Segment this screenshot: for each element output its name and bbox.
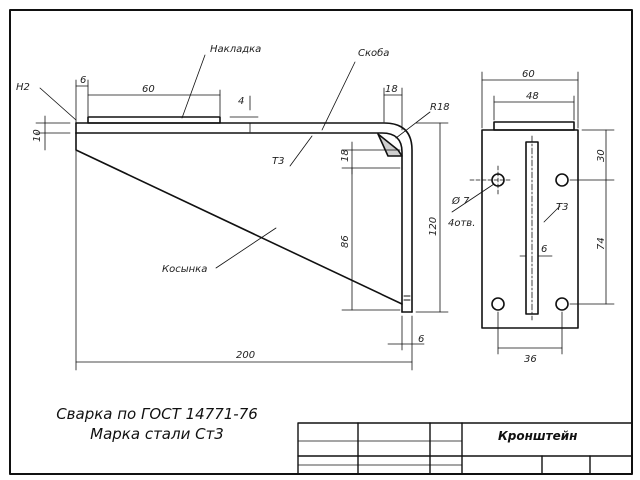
dim-18-top: 18 — [385, 84, 398, 95]
hole-bottom-left — [491, 297, 505, 311]
overlay-label: Накладка — [210, 44, 261, 55]
dim-86: 86 — [340, 235, 351, 248]
weld-standard-note: Сварка по ГОСТ 14771-76 — [56, 405, 258, 423]
bracket-inner — [75, 132, 403, 313]
hole-bottom-right — [555, 297, 569, 311]
drawing-title: Кронштейн — [498, 429, 578, 443]
dim-r18: R18 — [430, 102, 450, 113]
front-view — [481, 121, 579, 329]
dim-36: 36 — [524, 354, 537, 365]
dim-6-top: 6 — [80, 75, 86, 86]
dim-6-slot: 6 — [541, 244, 547, 255]
gusset-label: Косынка — [162, 264, 207, 275]
dim-60-front: 60 — [522, 69, 535, 80]
corner-weld — [377, 133, 403, 157]
weld-corner-label: Н2 — [16, 82, 30, 93]
dim-120: 120 — [428, 217, 439, 236]
front-overlay — [493, 121, 575, 131]
dim-6-bottom: 6 — [418, 334, 424, 345]
dim-200: 200 — [236, 350, 255, 361]
overlay-plate — [87, 116, 221, 124]
hole-note-diameter: Ø 7 — [451, 195, 470, 207]
dim-48: 48 — [526, 91, 539, 102]
bracket-label: Скоба — [358, 47, 389, 59]
side-labels: Н2 6 60 Накладка 4 10 Скоба 18 R18 Т3 18… — [16, 44, 450, 361]
dim-4: 4 — [238, 96, 244, 107]
weld-side-label: Т3 — [272, 156, 284, 167]
gusset — [75, 132, 403, 305]
bracket-outer — [75, 122, 413, 313]
front-dimensions — [451, 71, 615, 355]
weld-front-label: Т3 — [556, 202, 568, 213]
hole-top-right — [555, 173, 569, 187]
dim-18-side: 18 — [340, 149, 351, 162]
dim-10: 10 — [32, 129, 43, 142]
steel-grade-note: Марка стали Ст3 — [90, 425, 224, 443]
front-plate — [481, 129, 579, 329]
technical-notes: Сварка по ГОСТ 14771-76 Марка стали Ст3 — [18, 404, 296, 444]
dim-30: 30 — [596, 149, 607, 162]
dim-74: 74 — [596, 237, 607, 250]
side-dimensions — [35, 54, 449, 371]
front-labels: 60 48 30 74 Ø 7 4отв. Т3 6 36 — [448, 69, 607, 365]
side-view — [75, 116, 413, 313]
title-block-grid — [297, 422, 633, 475]
hole-note-count: 4отв. — [448, 218, 475, 229]
dim-60-top: 60 — [142, 84, 155, 95]
